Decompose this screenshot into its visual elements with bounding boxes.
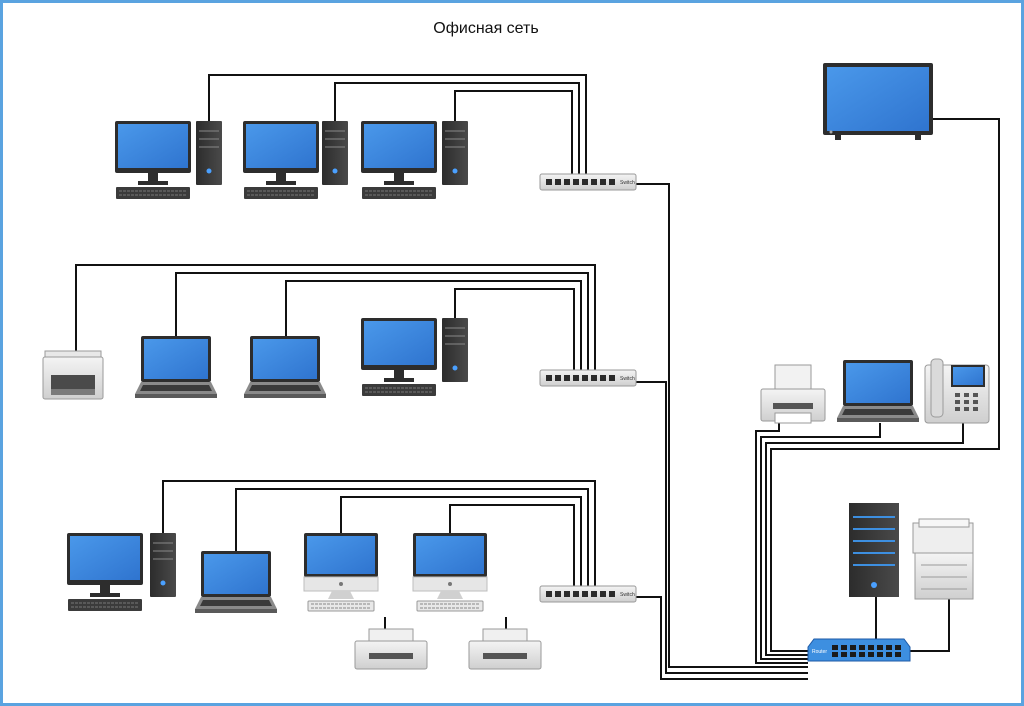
server-rack bbox=[849, 503, 899, 597]
inkjet-printer bbox=[760, 364, 826, 424]
switch-label: Switch bbox=[620, 180, 635, 186]
diagram-title: Офисная сеть bbox=[433, 20, 539, 37]
cable bbox=[235, 488, 589, 591]
system-unit bbox=[149, 532, 177, 598]
network-router: Router bbox=[807, 638, 911, 662]
laptop bbox=[195, 551, 277, 613]
imac-workstation bbox=[412, 532, 488, 612]
network-cables bbox=[75, 74, 1000, 680]
desktop-workstation bbox=[360, 317, 438, 397]
router-label: Router bbox=[812, 649, 827, 655]
multifunction-printer bbox=[912, 518, 974, 600]
cable bbox=[162, 480, 596, 591]
cable bbox=[340, 496, 582, 591]
printer bbox=[42, 350, 104, 400]
cable bbox=[905, 595, 950, 652]
system-unit bbox=[321, 120, 349, 186]
cable bbox=[208, 74, 587, 178]
laptop bbox=[837, 360, 919, 422]
printer bbox=[354, 628, 428, 670]
cable bbox=[334, 82, 580, 178]
network-switch: Switch bbox=[539, 173, 637, 191]
network-switch: Switch bbox=[539, 369, 637, 387]
tv-display bbox=[823, 63, 933, 140]
cable bbox=[454, 288, 575, 373]
cable bbox=[454, 90, 573, 178]
switch-label: Switch bbox=[620, 376, 635, 382]
cable bbox=[770, 118, 1000, 652]
cable bbox=[633, 596, 808, 680]
imac-workstation bbox=[303, 532, 379, 612]
system-unit bbox=[195, 120, 223, 186]
ip-phone bbox=[924, 358, 990, 424]
cable bbox=[75, 264, 596, 373]
system-unit bbox=[441, 120, 469, 186]
desktop-workstation bbox=[66, 532, 144, 612]
desktop-workstation bbox=[360, 120, 438, 200]
cable bbox=[760, 423, 881, 660]
desktop-workstation bbox=[114, 120, 192, 200]
cable bbox=[449, 504, 575, 591]
switch-label: Switch bbox=[620, 592, 635, 598]
cable bbox=[633, 381, 808, 674]
cable bbox=[633, 183, 808, 668]
cable bbox=[755, 423, 808, 664]
cable bbox=[285, 280, 582, 373]
network-diagram: Switch Switch Switch bbox=[42, 63, 1000, 680]
laptop bbox=[244, 336, 326, 398]
cable bbox=[175, 272, 589, 373]
network-switch: Switch bbox=[539, 585, 637, 603]
desktop-workstation bbox=[242, 120, 320, 200]
system-unit bbox=[441, 317, 469, 383]
laptop bbox=[135, 336, 217, 398]
printer bbox=[468, 628, 542, 670]
cable bbox=[765, 423, 964, 656]
